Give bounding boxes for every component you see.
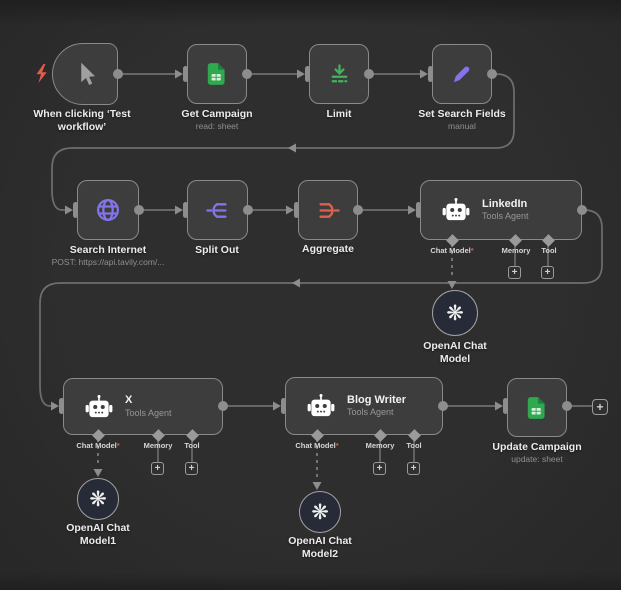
node-x-agent[interactable]: X Tools Agent xyxy=(63,378,223,435)
robot-icon xyxy=(307,394,335,417)
node-openai-chat-model[interactable]: ❋ xyxy=(432,290,478,336)
output-endpoint[interactable] xyxy=(113,69,123,79)
output-endpoint[interactable] xyxy=(364,69,374,79)
blog-writer-add-tool-button[interactable]: + xyxy=(407,462,420,475)
output-endpoint[interactable] xyxy=(438,401,448,411)
node-subtitle-get-campaign: read: sheet xyxy=(195,121,239,131)
trigger-bolt-icon xyxy=(36,64,47,83)
node-linkedin-agent[interactable]: LinkedIn Tools Agent xyxy=(420,180,582,240)
output-endpoint[interactable] xyxy=(487,69,497,79)
node-label-openai-chat-model: OpenAI Chat Model xyxy=(423,340,487,365)
node-label-set-search-fields: Set Search Fields xyxy=(418,108,506,120)
output-endpoint[interactable] xyxy=(134,205,144,215)
node-set-search-fields[interactable] xyxy=(432,44,492,104)
x-add-memory-button[interactable]: + xyxy=(151,462,164,475)
aggregate-icon xyxy=(318,202,340,218)
blog-writer-tool-label: Tool xyxy=(406,441,422,450)
required-asterisk: * xyxy=(116,441,120,450)
input-endpoint[interactable] xyxy=(73,202,78,218)
x-memory-label: Memory xyxy=(143,441,173,450)
globe-icon xyxy=(96,198,120,222)
node-split-out[interactable] xyxy=(187,180,248,240)
arrowheads xyxy=(51,69,503,490)
agent-subtitle-x: Tools Agent xyxy=(125,407,172,418)
node-label-openai-chat-model1: OpenAI Chat Model1 xyxy=(66,522,130,547)
node-label-openai-chat-model2: OpenAI Chat Model2 xyxy=(288,535,352,560)
agent-subtitle-blog-writer: Tools Agent xyxy=(347,407,394,418)
node-label-get-campaign: Get Campaign xyxy=(181,108,253,120)
node-label-search-internet: Search Internet xyxy=(69,244,147,256)
sub-port-wires xyxy=(157,244,549,462)
required-asterisk: * xyxy=(470,246,474,255)
google-sheets-icon xyxy=(527,396,545,419)
linkedin-memory-label: Memory xyxy=(501,246,531,255)
node-label-update-campaign: Update Campaign xyxy=(492,441,582,453)
output-endpoint[interactable] xyxy=(242,69,252,79)
x-chat-model-label: Chat Model* xyxy=(76,441,120,450)
linkedin-add-tool-button[interactable]: + xyxy=(541,266,554,279)
openai-logo-icon: ❋ xyxy=(89,487,107,511)
node-openai-chat-model2[interactable]: ❋ xyxy=(299,491,341,533)
limit-icon xyxy=(331,63,347,82)
add-next-node-button[interactable]: + xyxy=(592,399,608,415)
linkedin-add-memory-button[interactable]: + xyxy=(508,266,521,279)
output-endpoint[interactable] xyxy=(243,205,253,215)
openai-logo-icon: ❋ xyxy=(446,301,464,325)
agent-title-linkedin: LinkedIn xyxy=(482,197,528,210)
agent-subtitle-linkedin: Tools Agent xyxy=(482,211,529,222)
agent-title-blog-writer: Blog Writer xyxy=(347,393,407,406)
node-aggregate[interactable] xyxy=(298,180,358,240)
agent-title-x: X xyxy=(125,394,133,406)
openai-logo-icon: ❋ xyxy=(311,500,329,524)
robot-icon xyxy=(85,394,113,417)
output-endpoint[interactable] xyxy=(218,401,228,411)
node-subtitle-set-search-fields: manual xyxy=(448,121,476,131)
blog-writer-memory-label: Memory xyxy=(365,441,395,450)
required-asterisk: * xyxy=(335,441,339,450)
google-sheets-icon xyxy=(207,63,225,85)
x-tool-label: Tool xyxy=(184,441,200,450)
node-label-aggregate: Aggregate xyxy=(302,243,354,255)
node-label-trigger: When clicking ‘Test workflow’ xyxy=(33,108,131,133)
node-search-internet[interactable] xyxy=(77,180,139,240)
linkedin-chat-model-label: Chat Model* xyxy=(430,246,474,255)
split-out-icon xyxy=(206,202,227,218)
pencil-icon xyxy=(453,66,470,83)
output-endpoint[interactable] xyxy=(577,205,587,215)
node-limit[interactable] xyxy=(309,44,369,104)
output-endpoint[interactable] xyxy=(562,401,572,411)
input-endpoint[interactable] xyxy=(428,66,433,82)
x-add-tool-button[interactable]: + xyxy=(185,462,198,475)
node-update-campaign[interactable] xyxy=(507,378,567,437)
input-endpoint[interactable] xyxy=(294,202,299,218)
node-blog-writer-agent[interactable]: Blog Writer Tools Agent xyxy=(285,377,443,435)
node-openai-chat-model1[interactable]: ❋ xyxy=(77,478,119,520)
input-endpoint[interactable] xyxy=(416,202,421,218)
node-subtitle-update-campaign: update: sheet xyxy=(511,454,563,464)
node-get-campaign[interactable] xyxy=(187,44,247,104)
input-endpoint[interactable] xyxy=(503,398,508,414)
cursor-icon xyxy=(81,62,95,85)
node-trigger[interactable] xyxy=(52,43,118,105)
robot-icon xyxy=(442,198,470,221)
dashed-wires xyxy=(97,244,453,480)
node-subtitle-search-internet: POST: https://api.tavily.com/... xyxy=(51,257,165,267)
node-label-limit: Limit xyxy=(326,108,352,120)
input-endpoint[interactable] xyxy=(305,66,310,82)
input-endpoint[interactable] xyxy=(59,398,64,414)
input-endpoint[interactable] xyxy=(281,398,286,414)
output-endpoint[interactable] xyxy=(353,205,363,215)
blog-writer-add-memory-button[interactable]: + xyxy=(373,462,386,475)
input-endpoint[interactable] xyxy=(183,202,188,218)
input-endpoint[interactable] xyxy=(183,66,188,82)
node-label-split-out: Split Out xyxy=(195,244,239,256)
blog-writer-chat-model-label: Chat Model* xyxy=(295,441,339,450)
linkedin-tool-label: Tool xyxy=(541,246,557,255)
